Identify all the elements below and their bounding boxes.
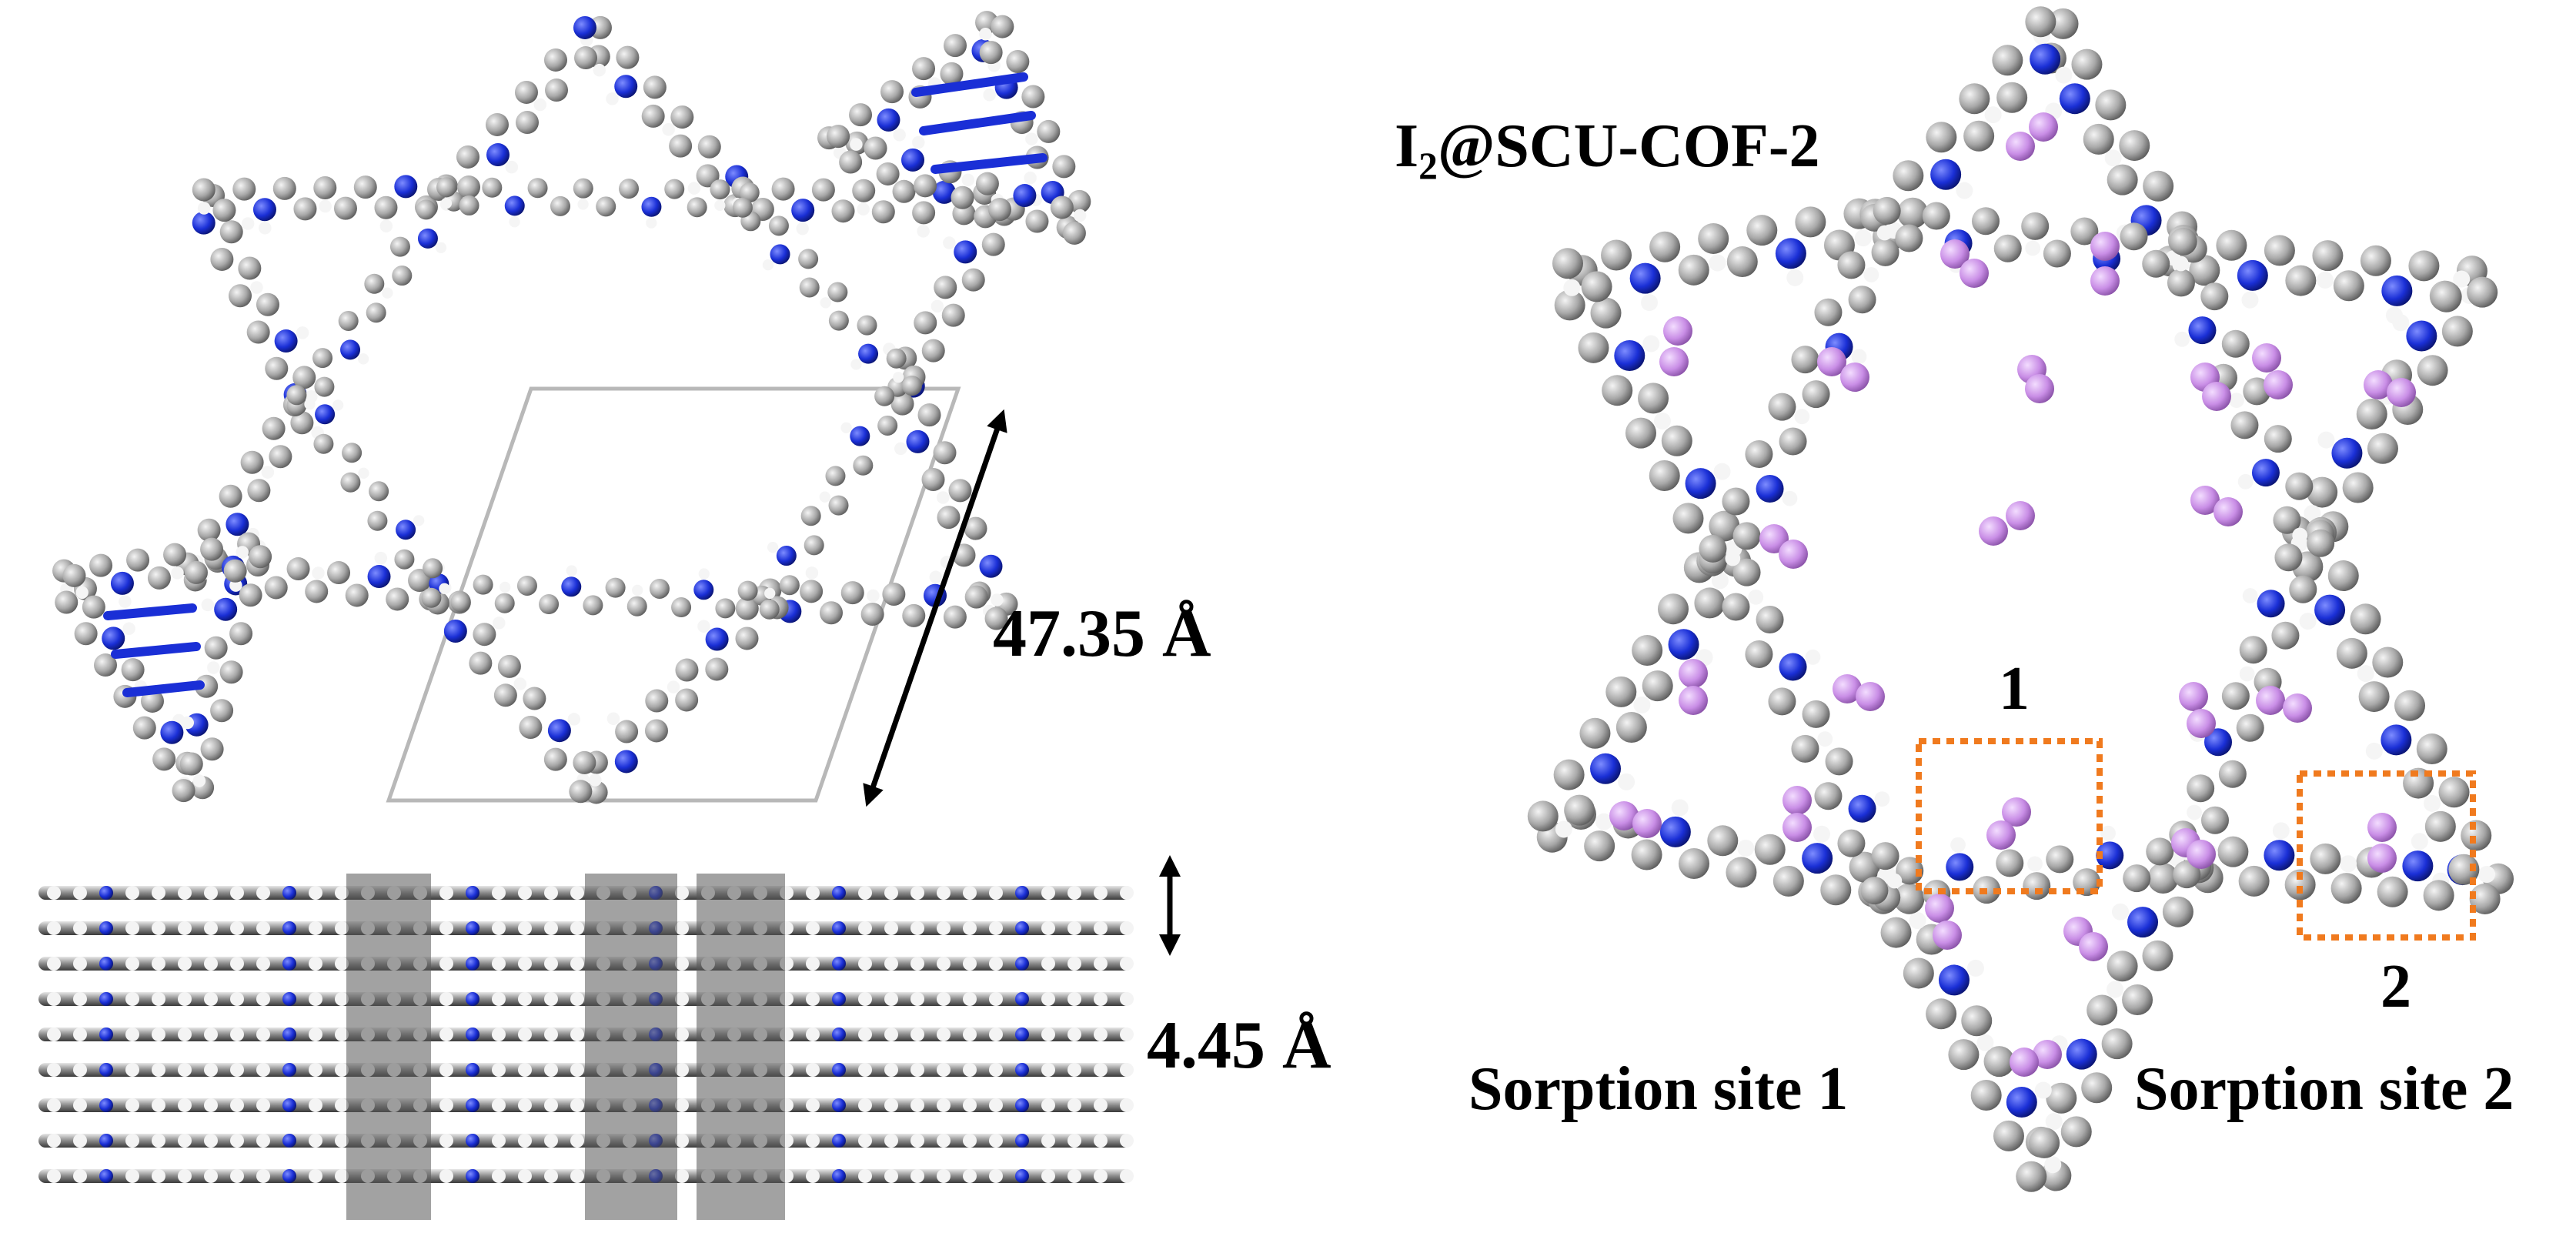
sorption-site-2-box [2297,770,2476,941]
framework-title: I2@SCU-COF-2 [1395,115,1820,185]
sorption-site-1-box [1916,738,2103,894]
framework-title-rest: @SCU-COF-2 [1437,112,1820,180]
framework-side-view [38,874,1134,1220]
sorption-site-1-label: Sorption site 1 [1468,1055,1849,1123]
unit-cell-outline [386,386,961,803]
framework-top-view [52,11,1091,804]
interlayer-distance-label: 4.45 Å [1147,1008,1331,1083]
sorption-site-1-marker: 1 [1999,655,2030,723]
framework-title-main: I [1395,112,1419,180]
framework-title-subscript: 2 [1418,144,1438,187]
sorption-site-2-marker: 2 [2381,953,2411,1021]
iodine-loaded-framework-view [1527,6,2514,1192]
sorption-site-2-label: Sorption site 2 [2134,1055,2514,1123]
pore-diameter-arrow [863,409,1007,807]
pore-diameter-label: 47.35 Å [993,596,1211,671]
